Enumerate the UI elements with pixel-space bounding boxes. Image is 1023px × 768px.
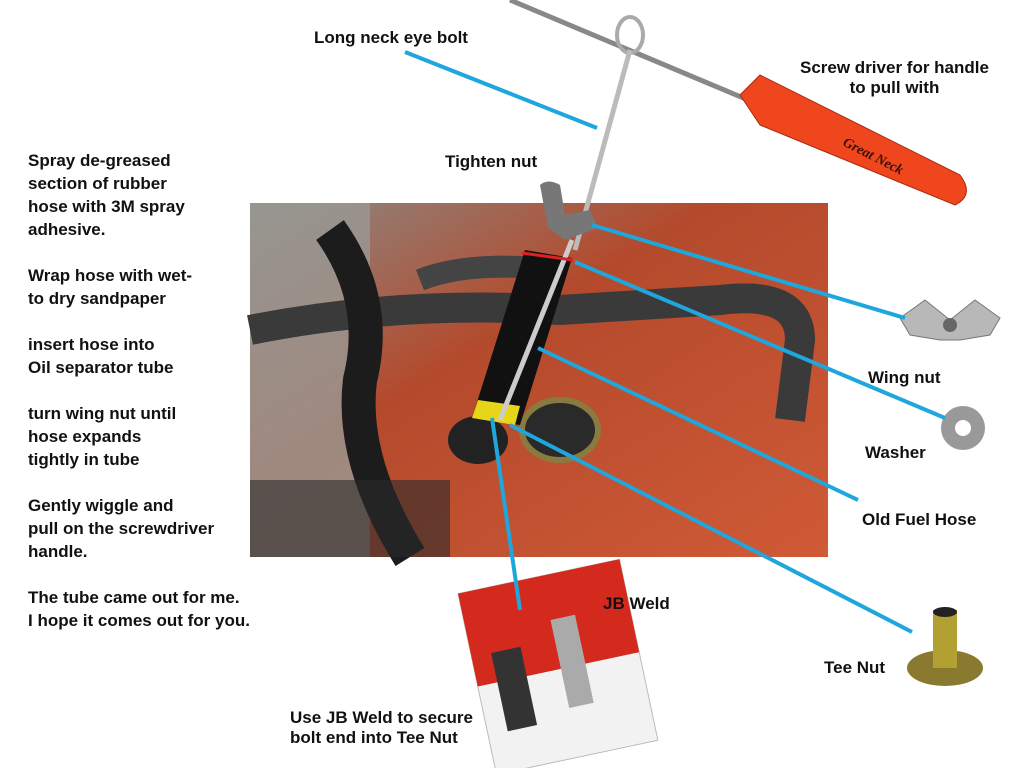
label-screwdriver: Screw driver for handle to pull with (800, 58, 989, 97)
label-jb-weld: JB Weld (603, 594, 670, 613)
label-jb-weld-use: Use JB Weld to secure bolt end into Tee … (290, 708, 473, 747)
instruction-step: Gently wiggle and pull on the screwdrive… (28, 496, 215, 561)
instruction-step: Spray de-greased section of rubber hose … (28, 151, 185, 239)
pointer-lines (404, 50, 946, 634)
tube-cutaway (472, 239, 575, 425)
tighten-nut-shape (540, 181, 598, 240)
instruction-step: Wrap hose with wet- to dry sandpaper (28, 266, 193, 308)
label-eye-bolt: Long neck eye bolt (314, 28, 468, 47)
label-washer: Washer (865, 443, 926, 462)
label-tee-nut: Tee Nut (824, 658, 886, 677)
label-wing-nut: Wing nut (868, 368, 941, 387)
jb-weld-box (457, 558, 659, 768)
tee-nut-image (907, 607, 983, 686)
instruction-step: insert hose into Oil separator tube (28, 335, 174, 377)
label-old-fuel-hose: Old Fuel Hose (862, 510, 977, 529)
instruction-step: The tube came out for me. I hope it come… (28, 588, 250, 630)
label-tighten-nut: Tighten nut (445, 152, 538, 171)
instruction-step: turn wing nut until hose expands tightly… (28, 404, 177, 469)
washer-image (941, 406, 985, 450)
screwdriver: Great Neck (509, 0, 967, 206)
instructions: Spray de-greased section of rubber hose … (28, 149, 250, 655)
wing-nut-image (899, 299, 1001, 341)
